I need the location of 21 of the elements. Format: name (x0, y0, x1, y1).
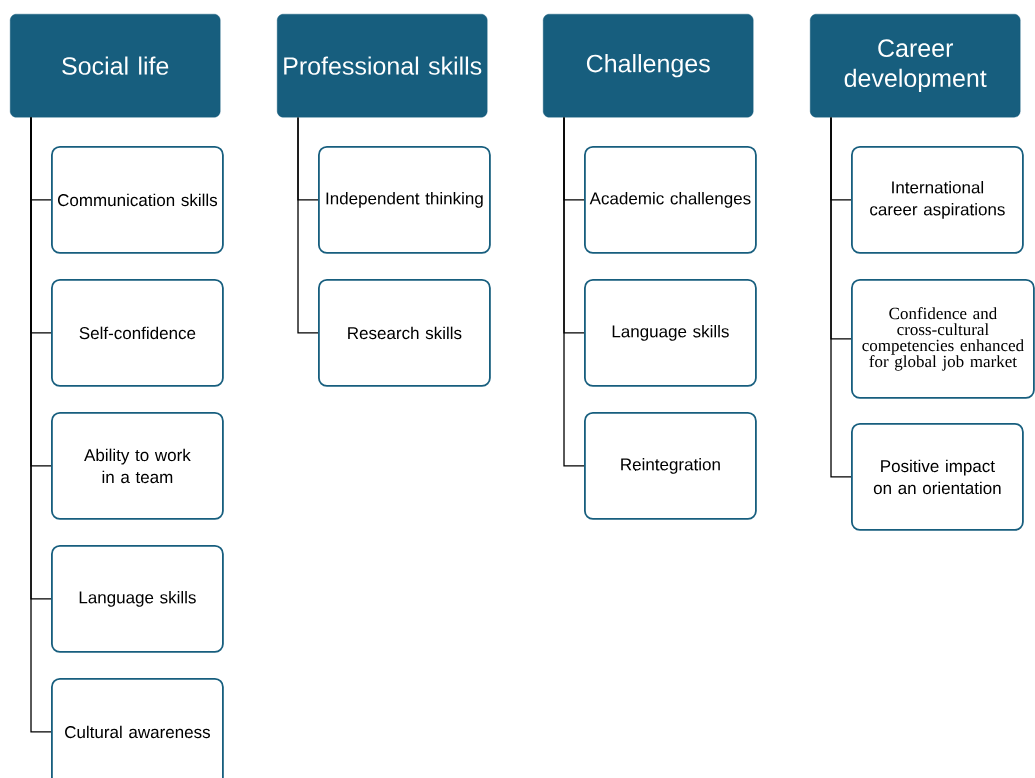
connector-line (563, 116, 585, 467)
item-box: Communication skills (51, 146, 224, 254)
connector-line (30, 116, 52, 733)
item-box: Independent thinking (318, 146, 491, 254)
connector-line (297, 116, 319, 334)
item-box: Positive impact on an orientation (851, 423, 1024, 531)
connector-line (830, 116, 852, 478)
item-box: Self-confidence (51, 279, 224, 387)
item-box: International career aspirations (851, 146, 1024, 254)
item-box: Reintegration (584, 412, 757, 520)
item-box: Language skills (584, 279, 757, 387)
item-box: Ability to work in a team (51, 412, 224, 520)
item-box: Confidence and cross-cultural competencies enhanced for global job market (851, 279, 1035, 399)
item-box: Language skills (51, 545, 224, 653)
header-box: Social life (10, 14, 221, 118)
item-box: Research skills (318, 279, 491, 387)
header-box: Career development (810, 14, 1021, 118)
header-box: Challenges (543, 14, 754, 118)
item-box: Cultural awareness (51, 678, 224, 778)
header-box: Professional skills (277, 14, 488, 118)
item-box: Academic challenges (584, 146, 757, 254)
